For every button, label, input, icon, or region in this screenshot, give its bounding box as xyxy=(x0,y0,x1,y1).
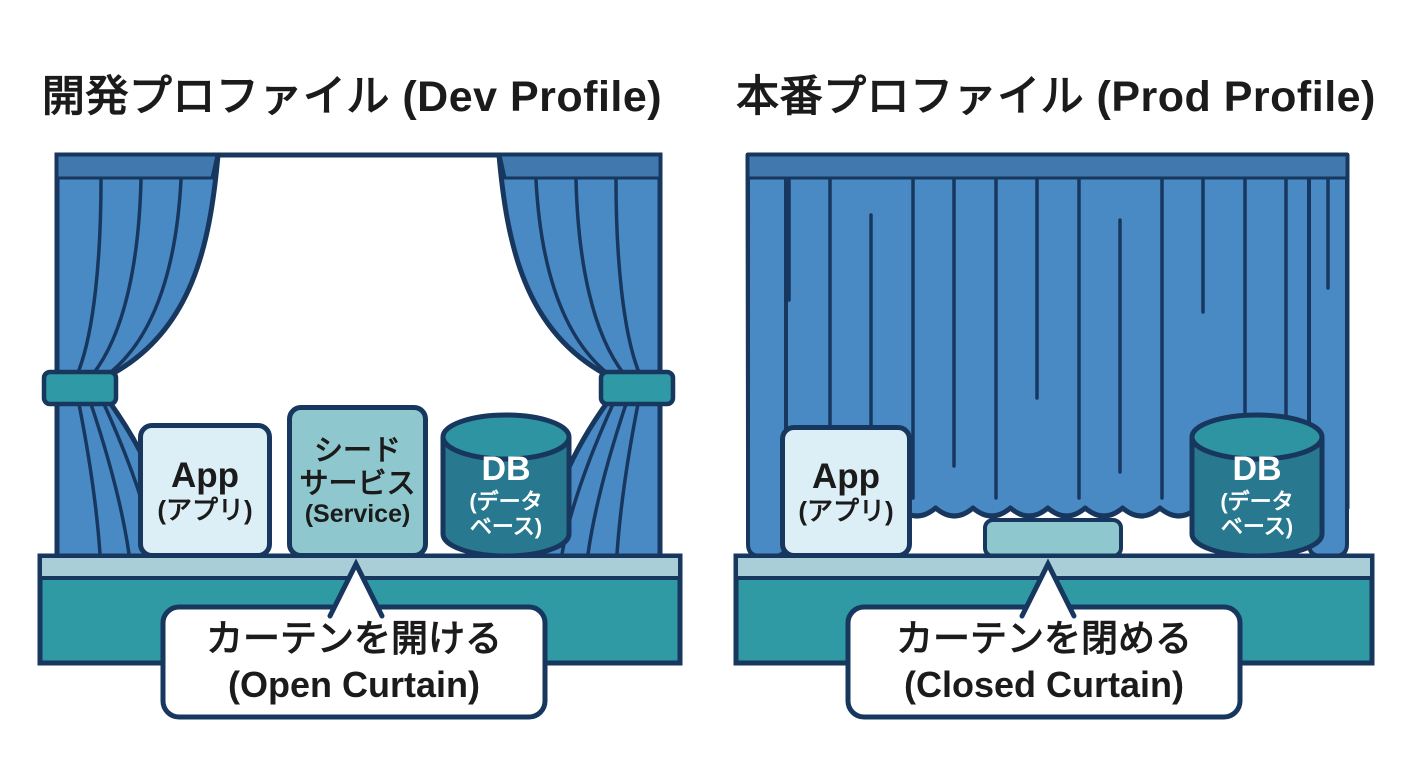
prod-app-box: App (アプリ) xyxy=(780,425,912,558)
prod-caption-text: カーテンを閉める (Closed Curtain) xyxy=(850,616,1238,707)
prod-db-sub-line1: (データ xyxy=(1220,489,1294,515)
dev-db-label: DB (データ ベース) xyxy=(443,450,569,540)
dev-service-name-line1: シード xyxy=(313,435,401,468)
dev-app-box: App (アプリ) xyxy=(138,423,272,558)
dev-service-sub: (Service) xyxy=(304,499,411,528)
dev-db-sub-line1: (データ xyxy=(469,489,543,515)
prod-app-sub: (アプリ) xyxy=(798,495,894,526)
prod-db-cylinder xyxy=(1189,412,1325,559)
dev-caption-line2: (Open Curtain) xyxy=(228,664,480,706)
dev-app-sub: (アプリ) xyxy=(157,494,253,525)
dev-db-name: DB xyxy=(481,450,531,488)
prod-caption-line1: カーテンを閉める xyxy=(896,618,1192,659)
dev-caption-bubble xyxy=(160,558,548,720)
prod-app-name: App xyxy=(811,457,881,497)
curtain-tieback xyxy=(41,369,119,407)
dev-caption-text: カーテンを開ける (Open Curtain) xyxy=(165,616,543,707)
open-curtain-left xyxy=(41,152,221,559)
prod-db-sub-line2: ベース) xyxy=(1220,514,1294,540)
dev-app-name: App xyxy=(170,456,240,496)
dev-caption-line1: カーテンを開ける xyxy=(206,618,502,659)
dev-stage-floor xyxy=(37,553,683,666)
prod-profile-title: 本番プロファイル (Prod Profile) xyxy=(736,73,1376,121)
dev-profile-title: 開発プロファイル (Dev Profile) xyxy=(41,73,663,121)
dev-db-sub-line2: ベース) xyxy=(469,514,543,540)
dev-seed-service-box: シード サービス (Service) xyxy=(287,405,428,558)
dev-service-name-line2: サービス xyxy=(299,467,416,500)
prod-db-name: DB xyxy=(1232,450,1282,488)
prod-db-label: DB (データ ベース) xyxy=(1192,450,1322,540)
prod-hidden-service-peek xyxy=(983,518,1123,558)
prod-caption-bubble xyxy=(845,558,1243,720)
prod-caption-line2: (Closed Curtain) xyxy=(903,664,1184,706)
dev-db-cylinder xyxy=(440,412,572,559)
